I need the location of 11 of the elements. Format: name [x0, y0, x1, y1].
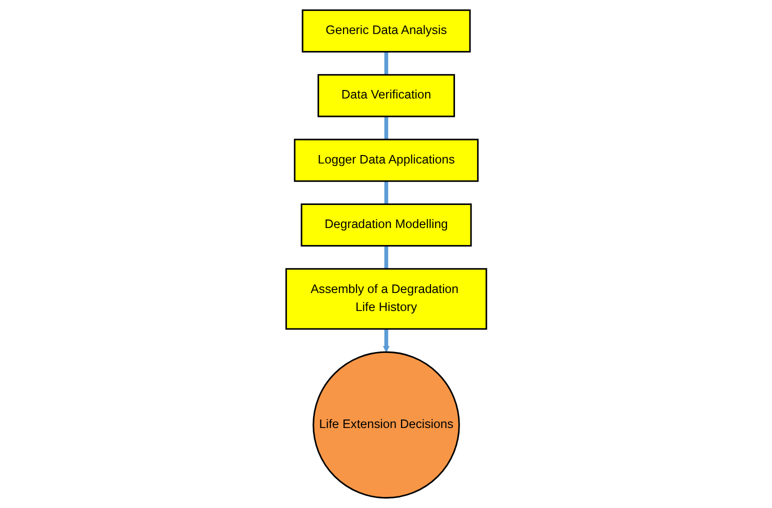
node-box: Logger Data Applications — [294, 138, 478, 182]
connector — [384, 52, 388, 75]
node-box: Degradation Modelling — [300, 203, 472, 247]
node-box: Assembly of a Degradation Life History — [285, 268, 487, 330]
arrow — [382, 328, 390, 352]
connector — [384, 116, 388, 140]
connector — [384, 181, 388, 204]
node-box: Data Verification — [317, 74, 455, 118]
connector — [384, 246, 388, 269]
node-circle: Life Extension Decisions — [312, 351, 460, 499]
node-box: Generic Data Analysis — [302, 9, 470, 53]
